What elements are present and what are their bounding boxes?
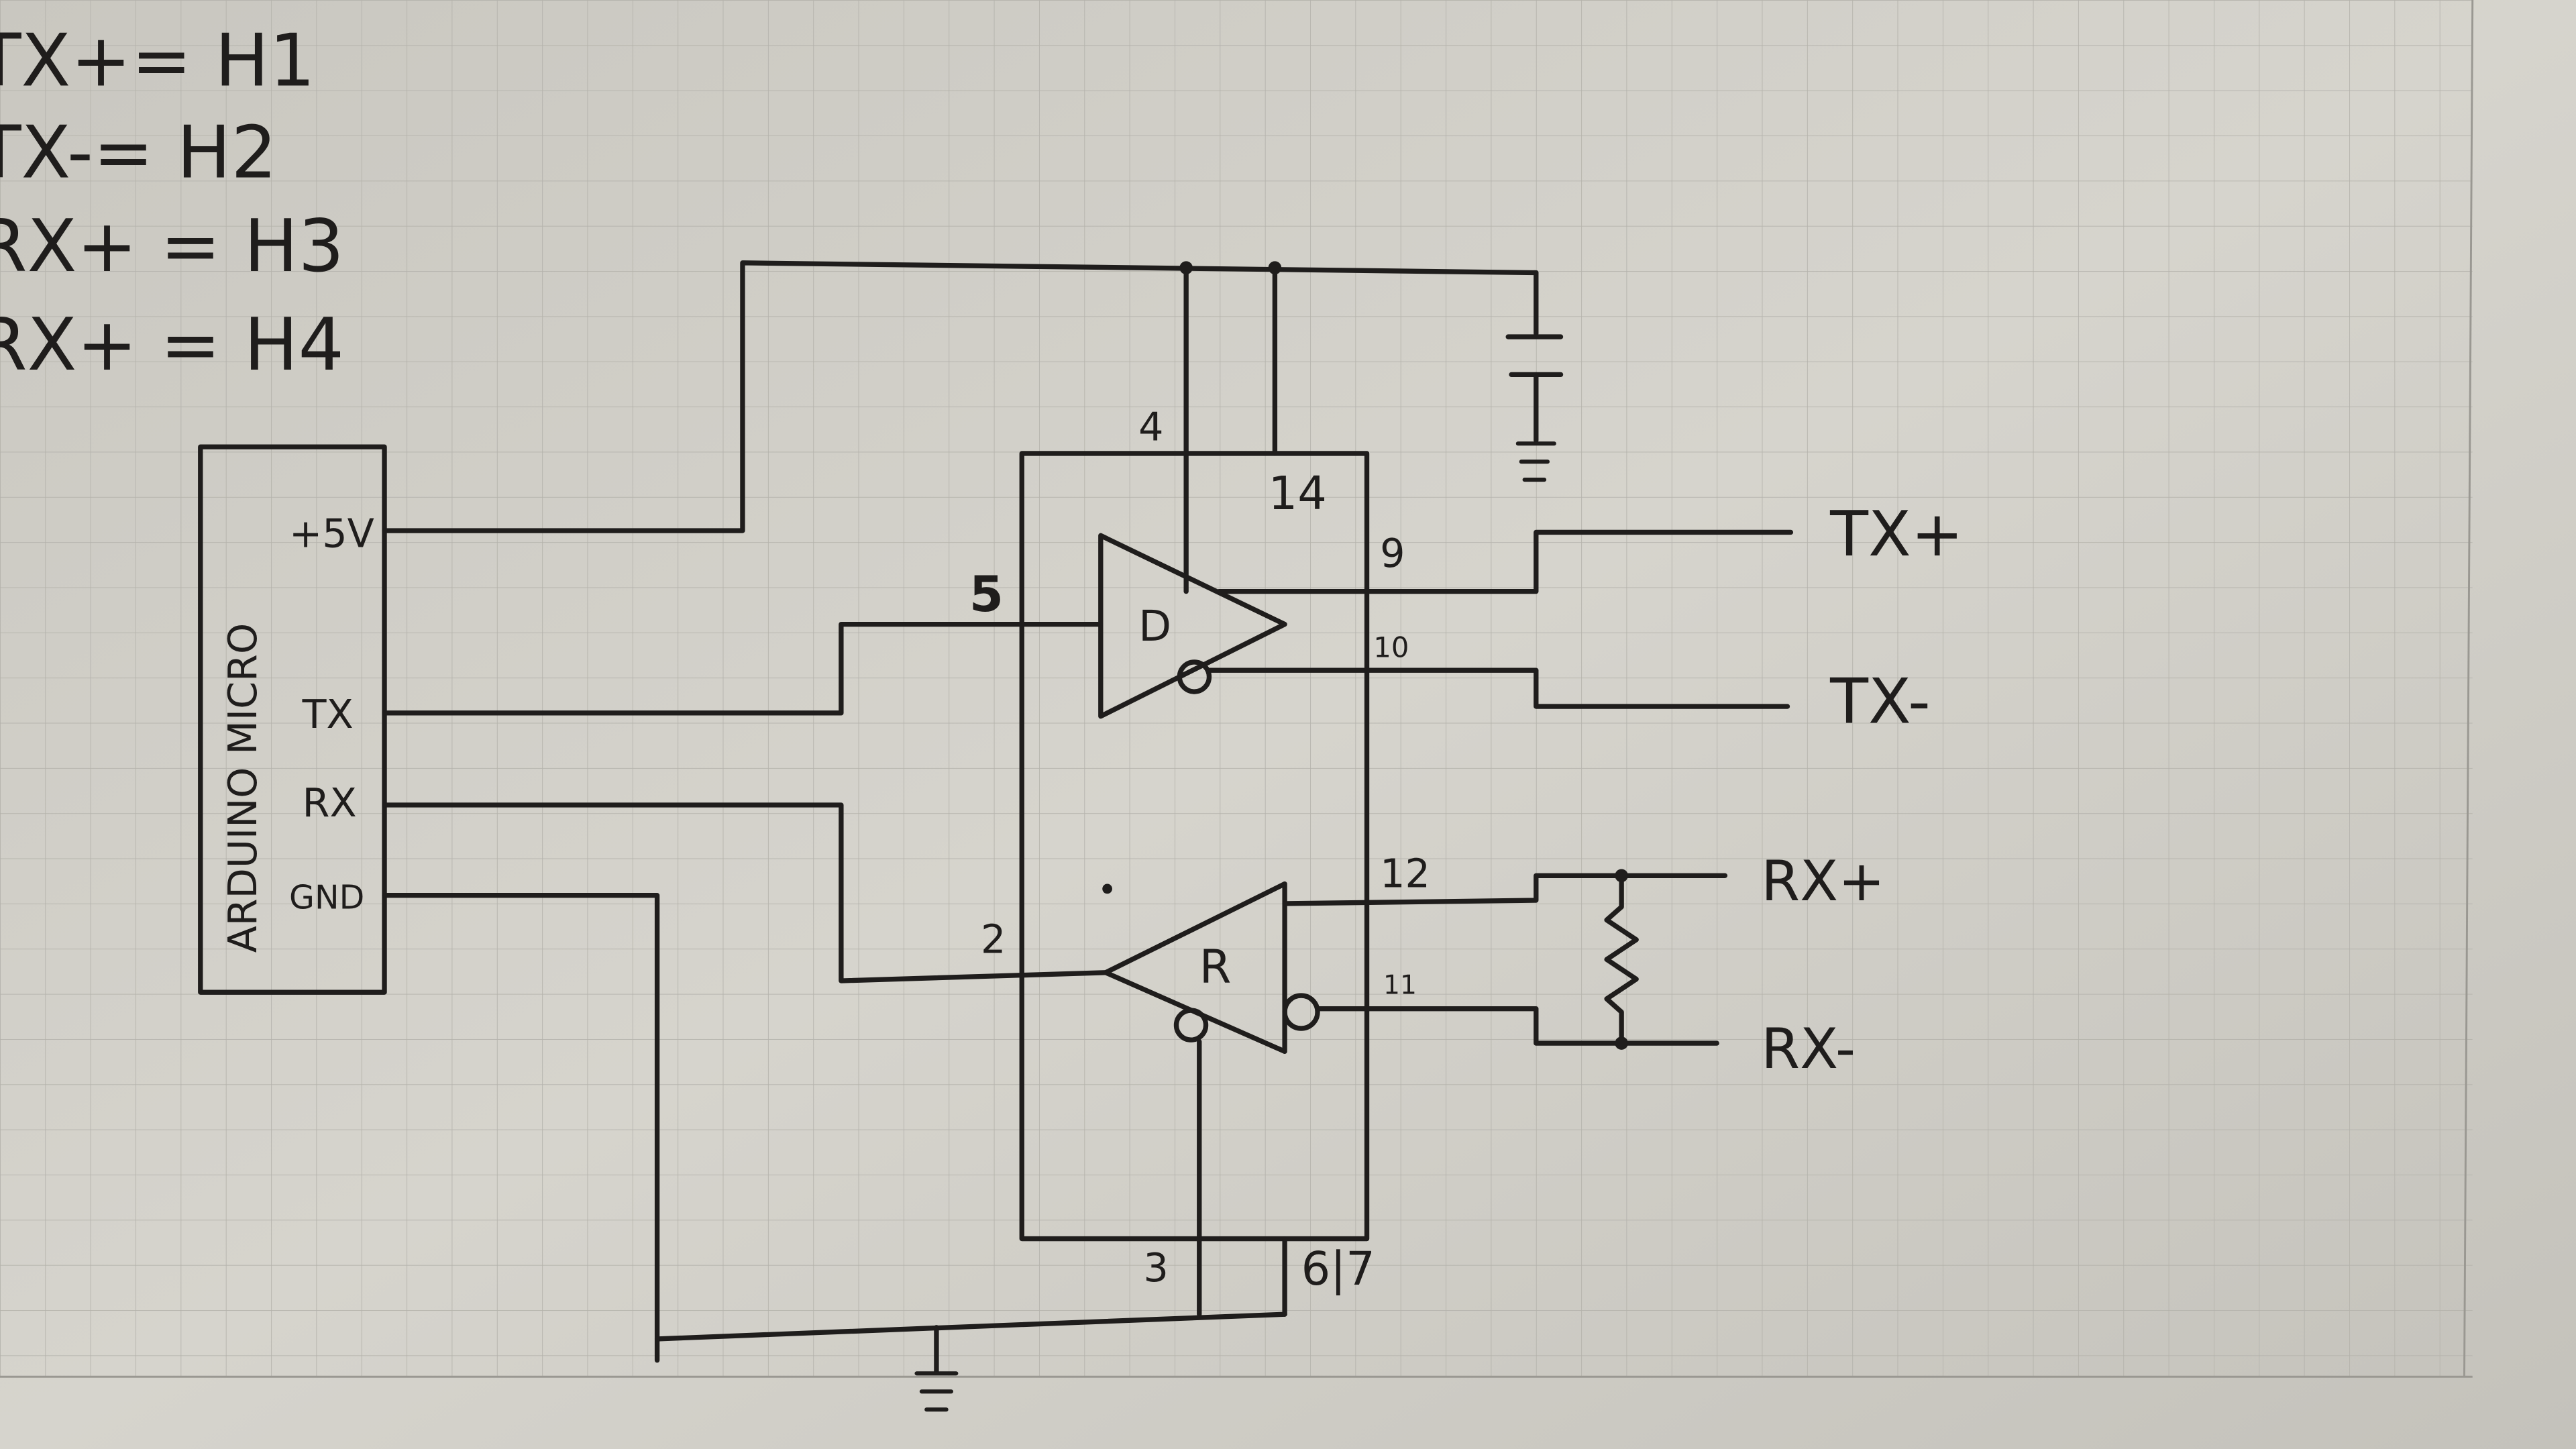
junction-dot xyxy=(1179,261,1193,274)
wire-tx-plus xyxy=(1216,529,1794,594)
junction-dot xyxy=(1615,1036,1628,1050)
termination-resistor xyxy=(1604,873,1639,1046)
wire-gnd xyxy=(382,893,660,1363)
output-label-rx-plus: RX+ xyxy=(1761,849,1885,914)
wire-ground-bus xyxy=(654,1311,1287,1342)
pin-number-10: 10 xyxy=(1373,631,1409,664)
pin-number-11: 11 xyxy=(1383,971,1417,1001)
driver-inverting-bubble xyxy=(1177,659,1212,694)
output-label-tx-minus: TX- xyxy=(1829,665,1931,738)
pin-number-5: 5 xyxy=(969,566,1004,623)
note-tx-minus: TX-= H2 xyxy=(0,111,277,195)
junction-dot xyxy=(1615,869,1628,883)
wire-rx-plus xyxy=(1282,873,1728,906)
pin-label-tx: TX xyxy=(302,691,354,737)
pin-number-6-7: 6|7 xyxy=(1301,1242,1375,1296)
pin-label-5v: +5V xyxy=(289,511,374,557)
page-margin-line xyxy=(2463,0,2474,1377)
arduino-title: ARDUINO MICRO xyxy=(219,623,266,953)
receiver-input-bubble xyxy=(1282,993,1320,1031)
pin-number-2: 2 xyxy=(981,916,1006,962)
junction-dot xyxy=(1268,261,1282,274)
arduino-box xyxy=(198,444,387,995)
pin-number-12: 12 xyxy=(1380,850,1430,896)
note-rx-minus: RX+ = H4 xyxy=(0,303,344,387)
driver-label: D xyxy=(1138,602,1171,651)
pin-number-4: 4 xyxy=(1138,403,1163,449)
wire-5v xyxy=(382,260,1539,533)
receiver-enable-bubble xyxy=(1173,1008,1209,1042)
junction-dot xyxy=(1102,883,1112,894)
wire-tx-minus xyxy=(1206,667,1790,709)
pin-number-3: 3 xyxy=(1143,1244,1168,1291)
note-rx-plus: RX+ = H3 xyxy=(0,205,344,288)
output-label-rx-minus: RX- xyxy=(1761,1016,1856,1081)
wire-rx-from-receiver xyxy=(382,802,1108,983)
pin-number-14: 14 xyxy=(1269,467,1327,521)
pin-label-rx: RX xyxy=(303,780,357,826)
pin-label-gnd: GND xyxy=(289,878,364,916)
pin-number-9: 9 xyxy=(1380,530,1405,576)
wire-tx-to-driver xyxy=(382,621,1104,716)
grid-paper xyxy=(0,0,2473,1377)
output-label-tx-plus: TX+ xyxy=(1829,498,1964,570)
note-tx-plus: TX+= H1 xyxy=(0,19,315,103)
transceiver-chip xyxy=(1019,451,1370,1242)
receiver-label: R xyxy=(1199,940,1232,994)
